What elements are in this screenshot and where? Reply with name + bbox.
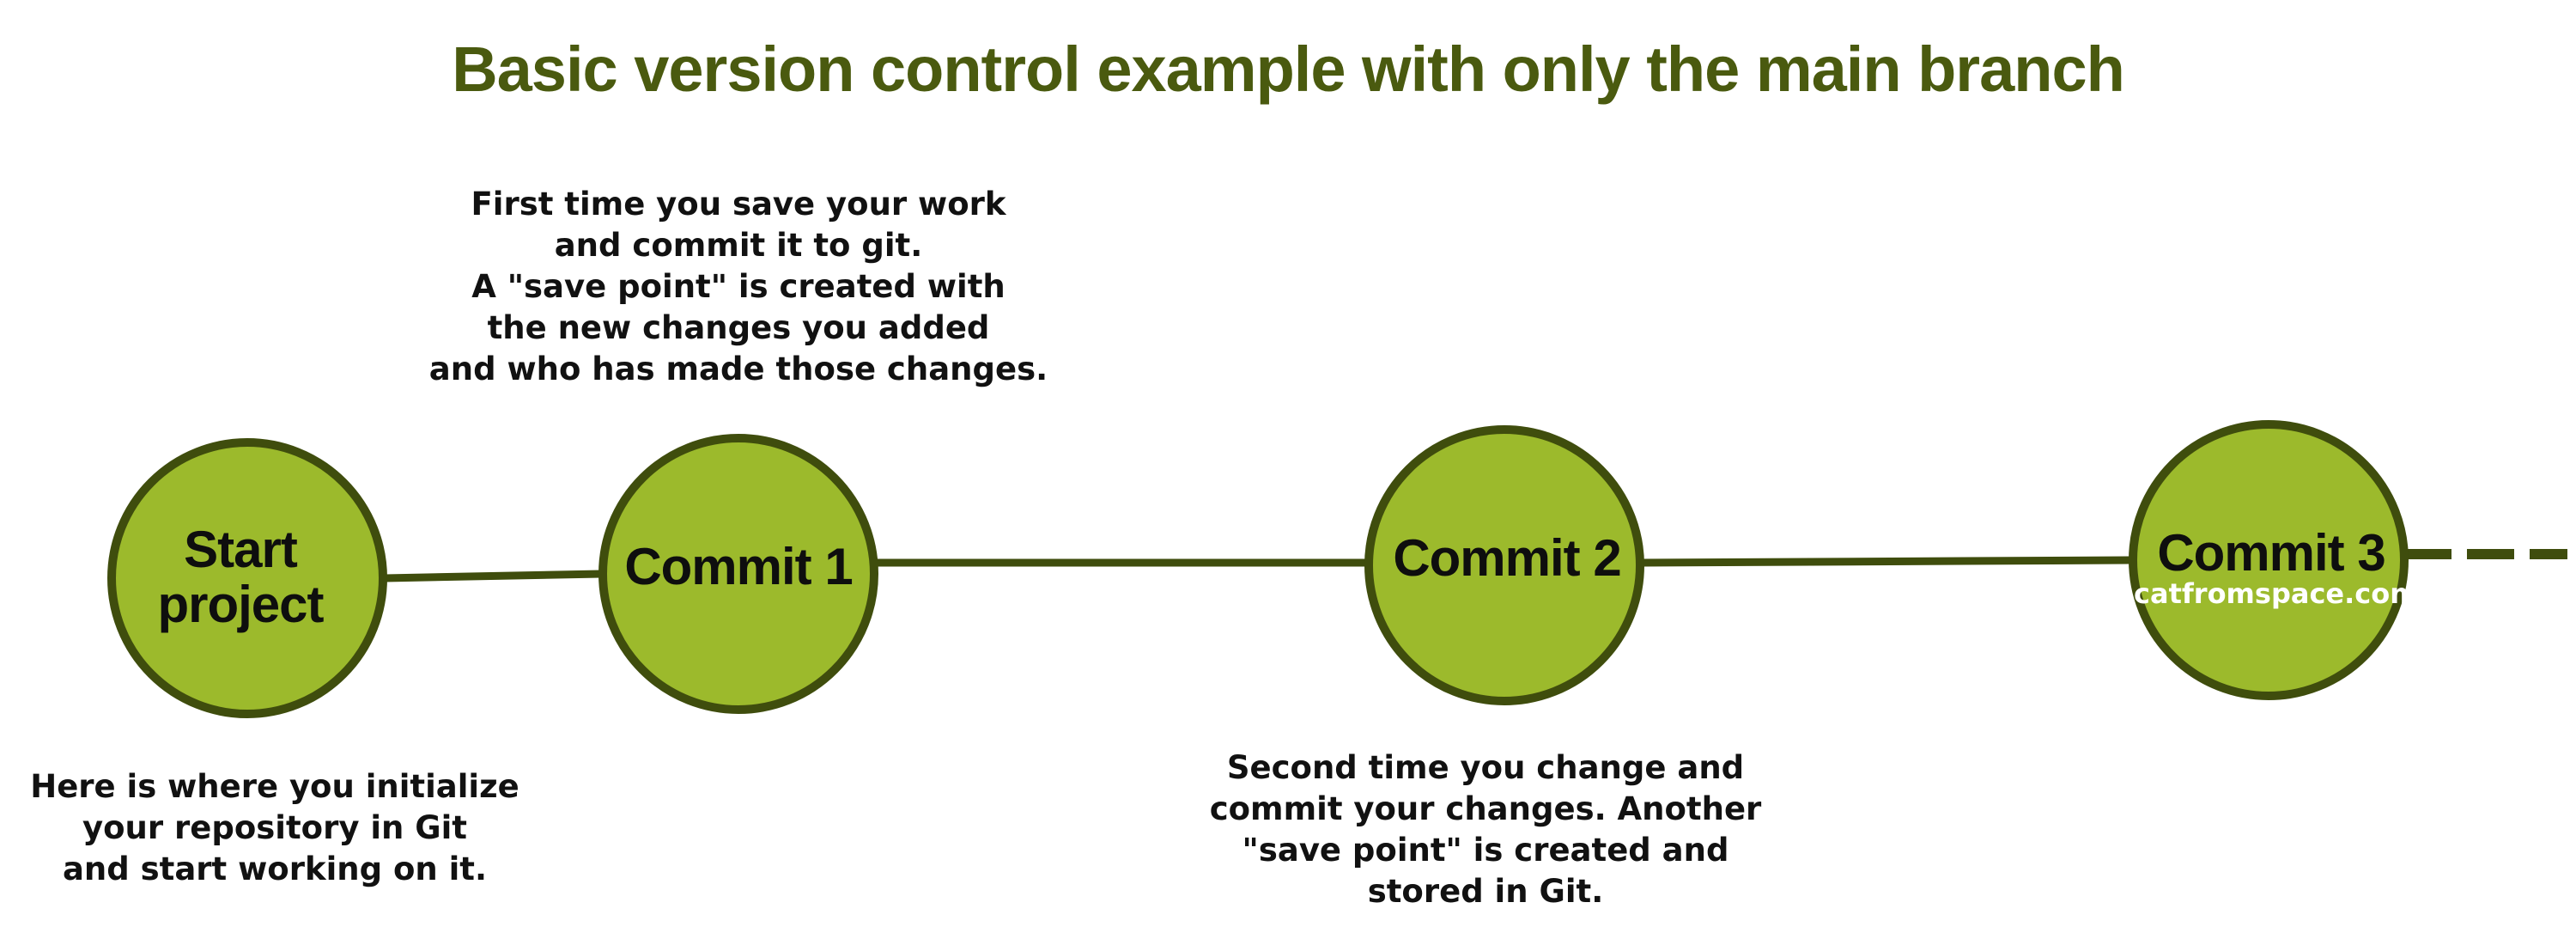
- note-commit-2: Second time you change and commit your c…: [1209, 749, 1762, 910]
- watermark-text: catfromspace.com: [2134, 577, 2419, 610]
- node-start: [107, 438, 387, 718]
- connector-start-commit1: [380, 570, 605, 582]
- node-commit-2: [1364, 425, 1644, 705]
- node-label-commit-1: Commit 1: [624, 538, 853, 595]
- node-commit-3: [2129, 420, 2409, 700]
- node-label-start: Start project: [157, 521, 324, 633]
- node-label-commit-3: Commit 3: [2157, 524, 2385, 582]
- note-start-project: Here is where you initialize your reposi…: [30, 768, 519, 887]
- node-label-commit-2: Commit 2: [1393, 529, 1621, 587]
- connector-commit2-commit3: [1637, 556, 2134, 567]
- diagram-title: Basic version control example with only …: [452, 34, 2125, 105]
- note-commit-1: First time you save your work and commit…: [428, 186, 1048, 387]
- node-commit-1: [598, 434, 878, 714]
